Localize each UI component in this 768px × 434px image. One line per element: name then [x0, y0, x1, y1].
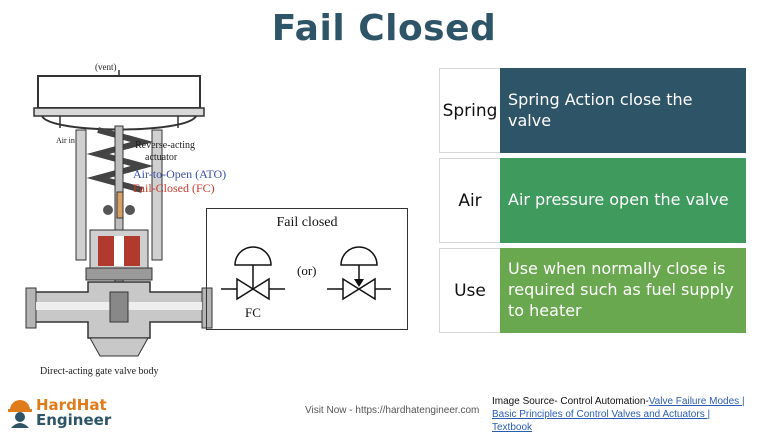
fail-closed-label: Fail-Closed (FC) [133, 181, 215, 195]
row-use: Use Use when normally close is required … [439, 248, 746, 333]
air-to-open-label: Air-to-Open (ATO) [133, 167, 227, 181]
row-spring: Spring Spring Action close the valve [439, 68, 746, 153]
row-spring-key: Spring [442, 100, 498, 121]
actuator-dome-icon [234, 246, 272, 266]
image-source-link[interactable]: Valve Failure Modes | Basic Principles o… [492, 396, 745, 433]
valve-bowtie-icon [236, 277, 270, 301]
row-air-value: Air pressure open the valve [500, 158, 746, 243]
actuator-label-line2: actuator [145, 152, 178, 163]
valve-bowtie-icon [342, 277, 376, 301]
hardhat-engineer-logo[interactable]: HardHat Engineer [6, 396, 111, 429]
row-air: Air Air pressure open the valve [439, 158, 746, 243]
row-spring-value: Spring Action close the valve [500, 68, 746, 153]
row-use-value: Use when normally close is required such… [500, 248, 746, 333]
image-source: Image Source- Control Automation-Valve F… [492, 395, 752, 434]
page-title: Fail Closed [271, 8, 497, 49]
fail-closed-symbol-box: Fail closed (or) FC [206, 208, 408, 330]
symbol-box-title: Fail closed [276, 215, 338, 230]
logo-text-line2: Engineer [36, 411, 112, 429]
hardhat-worker-icon [8, 400, 32, 428]
valve-drawing [25, 70, 213, 357]
actuator-dome-icon [340, 246, 378, 266]
valve-body-label: Direct-acting gate valve body [40, 366, 159, 377]
image-source-prefix: Image Source- Control Automation- [492, 396, 649, 407]
actuator-label-line1: Reverse-acting [135, 140, 195, 151]
down-arrow-icon [354, 279, 364, 287]
vent-label: (vent) [95, 62, 117, 72]
visit-link[interactable]: Visit Now - https://hardhatengineer.com [305, 405, 480, 416]
valve-symbols [221, 246, 391, 301]
valve-cross-section-diagram: (vent) Air in Reverse-acting actuator Di… [20, 60, 240, 380]
row-air-key: Air [458, 190, 482, 211]
fc-tag: FC [245, 305, 261, 320]
or-label: (or) [297, 263, 317, 278]
air-in-label: Air in [56, 136, 75, 145]
row-use-key: Use [454, 280, 486, 301]
logo-text-line1: HardHat [36, 396, 107, 414]
